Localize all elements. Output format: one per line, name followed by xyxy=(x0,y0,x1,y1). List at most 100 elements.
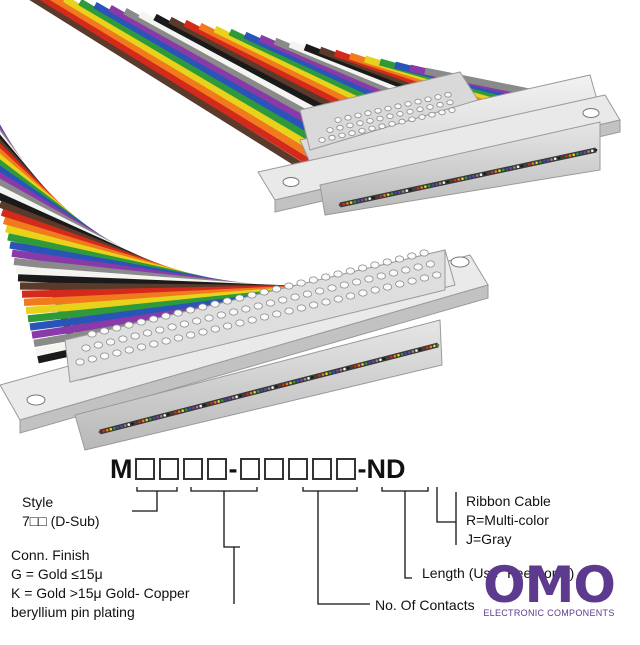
part-number-slot xyxy=(311,458,332,480)
wire-end xyxy=(368,197,371,200)
wire-end xyxy=(346,366,350,370)
wire-end xyxy=(436,343,440,347)
pin-hole xyxy=(167,323,177,331)
wire-end xyxy=(238,394,242,398)
wire-end xyxy=(431,183,435,187)
wire-end xyxy=(509,167,512,170)
omo-logo: OMO ELECTRONIC COMPONENTS xyxy=(480,556,618,622)
connector-back-wire-strip xyxy=(338,147,598,208)
wire-end xyxy=(446,180,449,184)
pin-hole xyxy=(428,111,436,118)
wire-end xyxy=(371,360,375,363)
wire-end xyxy=(159,414,163,418)
wire-end xyxy=(242,393,246,397)
wire-end xyxy=(393,354,397,358)
pin-hole xyxy=(290,293,300,301)
wire-end xyxy=(572,153,576,157)
pin-hole xyxy=(432,271,442,279)
wire-end xyxy=(464,176,468,180)
pin-hole xyxy=(333,270,343,278)
pin-hole xyxy=(425,260,435,268)
wire-end xyxy=(412,187,416,191)
part-number-slot xyxy=(239,458,260,480)
pin-hole xyxy=(124,321,134,329)
pin-hole xyxy=(315,287,325,295)
pin-hole xyxy=(408,116,416,123)
wire-end xyxy=(375,359,379,363)
conn-finish-gold-heavy: K = Gold >15μ Gold- Copper xyxy=(11,585,190,601)
part-number-slot xyxy=(182,458,203,480)
contacts-label: No. Of Contacts xyxy=(375,597,475,613)
wire-end xyxy=(433,344,436,348)
ribbon-wire xyxy=(29,0,302,168)
pin-hole xyxy=(346,122,354,129)
pin-hole xyxy=(173,334,183,342)
wire-end xyxy=(487,171,490,175)
pin-hole xyxy=(438,109,446,116)
wire-end xyxy=(379,194,383,198)
connector-back-pin-holes xyxy=(318,91,456,143)
pin-hole xyxy=(358,128,366,134)
wire-end xyxy=(550,158,553,161)
conn-finish-note: beryllium pin plating xyxy=(11,604,135,620)
part-number-prefix: M xyxy=(110,453,133,484)
wire-end xyxy=(310,376,314,379)
pin-hole xyxy=(99,327,109,335)
pin-hole xyxy=(384,105,392,112)
wire-end xyxy=(102,429,105,433)
pin-hole xyxy=(272,310,282,318)
wire-end xyxy=(350,365,354,369)
pin-hole xyxy=(406,108,414,115)
wire-end xyxy=(398,190,401,194)
pin-hole xyxy=(419,249,429,257)
wire-end xyxy=(401,190,405,193)
wire-end xyxy=(188,407,192,411)
pin-hole xyxy=(395,280,405,288)
pin-hole xyxy=(357,264,368,272)
d-sub-connector-front xyxy=(0,249,489,451)
wire-end xyxy=(353,364,357,368)
wire-end xyxy=(576,152,579,156)
wire-end xyxy=(427,184,431,188)
pin-hole xyxy=(364,110,372,116)
wire-end xyxy=(361,363,364,366)
wire-end xyxy=(494,170,498,173)
wire-end xyxy=(527,163,531,166)
wire-end xyxy=(468,175,472,179)
wire-end xyxy=(524,163,527,167)
wire-end xyxy=(422,347,425,351)
length-label: Length (Use "Feet" only) xyxy=(422,565,575,581)
pin-hole xyxy=(296,279,306,287)
pin-hole xyxy=(368,125,376,132)
pin-hole xyxy=(148,315,159,323)
wire-end xyxy=(349,201,353,204)
wire-end xyxy=(418,348,422,351)
pin-hole xyxy=(388,121,396,127)
pin-hole xyxy=(112,324,122,332)
pin-hole xyxy=(296,304,306,312)
wire-end xyxy=(314,375,318,378)
pin-hole xyxy=(229,308,239,316)
pin-hole xyxy=(106,338,116,346)
wire-end xyxy=(501,168,505,172)
wire-end xyxy=(213,401,217,404)
pin-hole xyxy=(278,296,288,304)
pin-hole xyxy=(336,124,344,131)
wire-end xyxy=(438,182,442,185)
pin-hole xyxy=(414,98,422,105)
wire-end xyxy=(177,410,181,413)
wire-end xyxy=(116,426,120,429)
wire-end xyxy=(163,414,167,417)
pin-hole xyxy=(309,301,319,309)
wire-end xyxy=(407,351,411,354)
pin-hole xyxy=(185,306,195,314)
pin-hole xyxy=(404,101,412,107)
wire-end xyxy=(561,155,564,159)
pin-hole xyxy=(198,328,208,336)
wire-end xyxy=(416,186,420,190)
wire-end xyxy=(256,389,260,393)
pin-hole xyxy=(259,288,269,296)
pin-hole xyxy=(124,346,134,354)
logo-subtitle: ELECTRONIC COMPONENTS xyxy=(483,608,615,618)
part-number-slot xyxy=(287,458,308,480)
